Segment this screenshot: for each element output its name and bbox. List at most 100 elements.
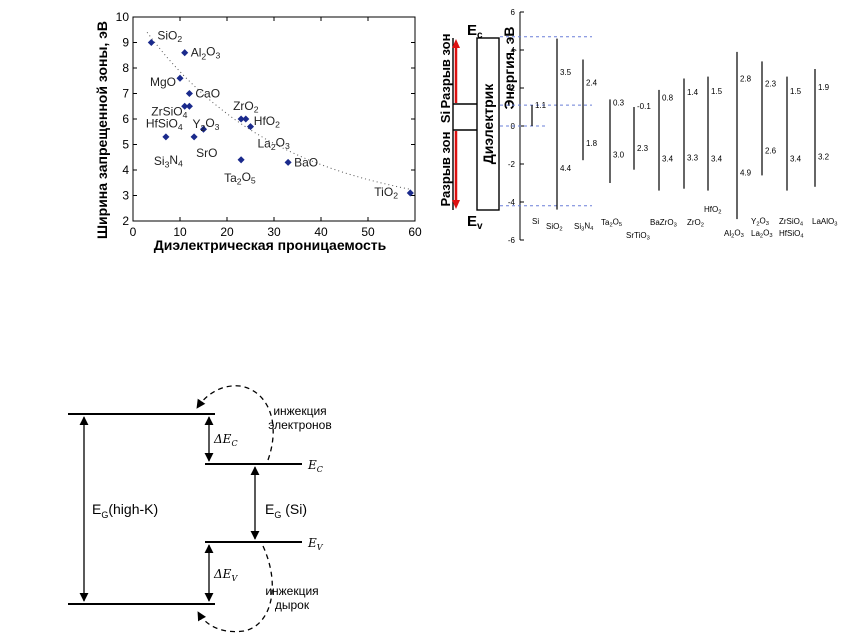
inset-ev-label: Ev xyxy=(467,213,483,232)
point-label: La2O3 xyxy=(258,136,291,153)
data-point xyxy=(162,133,170,141)
conduction-offset-value: 0.3 xyxy=(613,98,625,107)
material-label: LaAlO3 xyxy=(812,217,837,228)
material-label: ZrO2 xyxy=(687,218,704,229)
x-tick-label: 50 xyxy=(361,225,375,239)
point-label: SrO xyxy=(196,146,217,160)
x-tick-label: 40 xyxy=(314,225,328,239)
material-label: SrTiO3 xyxy=(626,231,650,242)
valence-offset-value: 3.4 xyxy=(790,154,802,163)
delta-ev-label: ΔEV xyxy=(213,567,238,583)
point-label: Ta2O5 xyxy=(224,170,256,187)
point-label: BaO xyxy=(294,155,318,169)
y-tick-label: 3 xyxy=(122,189,129,203)
ev-label: EV xyxy=(307,536,324,552)
x-tick-label: 10 xyxy=(173,225,187,239)
material-label: La2O3 xyxy=(751,228,773,239)
inset-dielectric-label: Диэлектрик xyxy=(480,83,496,164)
material-label: SiO2 xyxy=(546,222,563,233)
band-offset-inset: Ec Разрыв зон Разрыв зон Si Диэлектрик E… xyxy=(438,22,500,232)
material-label: HfO2 xyxy=(704,205,721,216)
x-tick-label: 60 xyxy=(408,225,422,239)
band-alignment-diagram: EG(high-K) EG (Si) ΔEC ΔEV EC EV инжекци… xyxy=(68,385,332,633)
point-label: Al2O3 xyxy=(191,45,221,62)
band-plot-area: -6-4-202461.1Si3.54.4SiO22.41.8Si3N40.33… xyxy=(500,8,837,245)
material-label: Si3N4 xyxy=(574,221,594,232)
data-point xyxy=(284,158,292,166)
point-label: CaO xyxy=(195,87,220,101)
data-point xyxy=(185,102,193,110)
conduction-offset-value: 2.3 xyxy=(765,79,777,88)
scatter-y-axis-label: Ширина запрещенной зоны, эВ xyxy=(94,21,110,239)
y-tick-label: 10 xyxy=(116,10,130,24)
data-point xyxy=(181,102,189,110)
point-label: MgO xyxy=(150,75,176,89)
material-label: Ta2O5 xyxy=(601,217,622,228)
conduction-offset-value: 2.8 xyxy=(740,75,752,84)
data-point xyxy=(237,156,245,164)
data-point xyxy=(185,89,193,98)
conduction-offset-value: -0.1 xyxy=(637,102,651,111)
band-offsets-chart: Ec Разрыв зон Разрыв зон Si Диэлектрик E… xyxy=(438,8,837,245)
material-label: Si xyxy=(532,217,539,226)
valence-offset-value: 3.2 xyxy=(818,152,830,161)
valence-offset-value: 4.9 xyxy=(740,169,752,178)
band-y-tick-label: 6 xyxy=(511,8,516,17)
data-point xyxy=(406,189,414,197)
scatter-x-axis-label: Диэлектрическая проницаемость xyxy=(154,237,387,253)
band-y-tick-label: 4 xyxy=(511,46,516,55)
data-point xyxy=(181,49,189,57)
data-point xyxy=(147,38,155,47)
x-tick-label: 30 xyxy=(267,225,281,239)
conduction-offset-value: 1.9 xyxy=(818,83,830,92)
point-label: Y2O3 xyxy=(193,116,220,133)
inset-top-arrowhead xyxy=(452,39,460,48)
y-tick-label: 8 xyxy=(122,61,129,75)
band-y-tick-label: -2 xyxy=(508,160,516,169)
electron-injection-arrow xyxy=(196,385,274,461)
data-point xyxy=(176,74,184,82)
point-label: SiO2 xyxy=(157,29,182,45)
band-y-axis-label: Энергия, эВ xyxy=(501,27,517,110)
conduction-offset-value: 0.8 xyxy=(662,94,674,103)
point-label: Si3N4 xyxy=(154,153,183,170)
y-tick-label: 4 xyxy=(122,163,129,177)
point-label: HfSiO4 xyxy=(146,116,183,132)
x-tick-label: 0 xyxy=(130,225,137,239)
y-tick-label: 6 xyxy=(122,112,129,126)
delta-ec-label: ΔEC xyxy=(213,432,238,448)
data-point xyxy=(199,125,208,133)
material-label: ZrSiO4 xyxy=(779,217,804,228)
ec-label: EC xyxy=(307,458,323,474)
inset-si-label: Si xyxy=(438,111,453,123)
valence-offset-value: 3.0 xyxy=(613,151,625,160)
inset-dielectric-box xyxy=(476,37,500,211)
conduction-offset-value: 2.4 xyxy=(586,78,598,87)
valence-offset-value: 3.4 xyxy=(711,154,723,163)
conduction-offset-value: 1.5 xyxy=(790,87,802,96)
point-label: HfO2 xyxy=(254,114,280,130)
high-k-gap-label: EG(high-K) xyxy=(92,501,158,520)
band-y-tick-label: -6 xyxy=(508,236,516,245)
conduction-offset-value: 1.5 xyxy=(711,87,723,96)
data-point xyxy=(246,123,255,131)
valence-offset-value: 3.3 xyxy=(687,153,699,162)
y-tick-label: 7 xyxy=(122,87,129,101)
material-label: Y2O3 xyxy=(751,216,769,227)
conduction-offset-value: 1.4 xyxy=(687,88,699,97)
valence-offset-value: 2.3 xyxy=(637,144,649,153)
inset-top-offset-label: Разрыв зон xyxy=(438,34,453,109)
valence-offset-value: 2.6 xyxy=(765,147,777,156)
valence-offset-value: 4.4 xyxy=(560,164,572,173)
data-point xyxy=(242,115,250,123)
point-label: ZrSiO4 xyxy=(151,104,187,120)
conduction-offset-value: 3.5 xyxy=(560,68,572,77)
band-y-tick-label: -4 xyxy=(508,198,516,207)
si-gap-label: EG (Si) xyxy=(265,501,307,520)
y-tick-label: 9 xyxy=(122,36,129,50)
point-label: TiO2 xyxy=(374,185,398,201)
